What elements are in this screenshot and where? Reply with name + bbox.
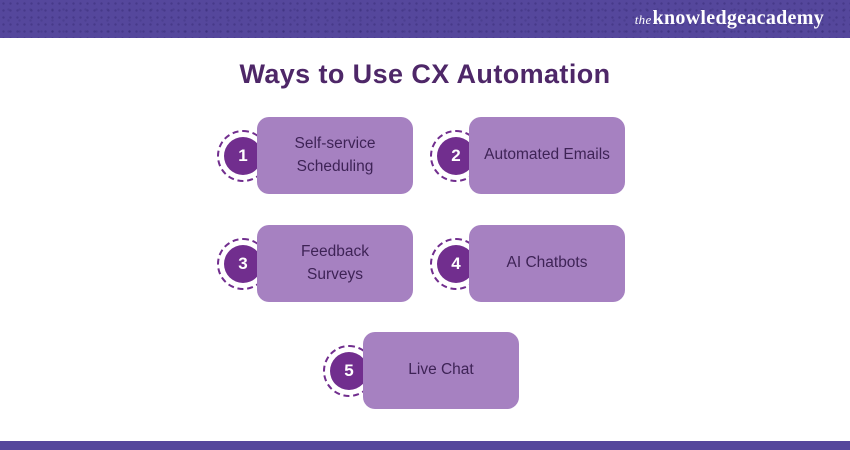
header-bar: theknowledgeacademy: [0, 0, 850, 38]
card-automated-emails: Automated Emails: [469, 117, 625, 194]
step-badge-1: 1: [217, 130, 269, 182]
card-self-service-scheduling: Self-service Scheduling: [257, 117, 413, 194]
card-label: Automated Emails: [484, 146, 610, 164]
card-label: AI Chatbots: [506, 254, 588, 272]
step-badge-5: 5: [323, 345, 375, 397]
step-number-4: 4: [437, 245, 475, 283]
brand-logo-academy: academy: [746, 7, 824, 30]
page-title: Ways to Use CX Automation: [239, 59, 611, 89]
brand-logo-knowledge: knowledge: [652, 7, 747, 30]
step-number-2: 2: [437, 137, 475, 175]
card-feedback-surveys: Feedback Surveys: [257, 225, 413, 302]
card-label: Self-service Scheduling: [294, 135, 376, 175]
card-live-chat: Live Chat: [363, 332, 519, 409]
brand-logo: theknowledgeacademy: [635, 7, 824, 30]
footer-bar: [0, 441, 850, 450]
card-ai-chatbots: AI Chatbots: [469, 225, 625, 302]
step-number-5: 5: [330, 352, 368, 390]
step-number-3: 3: [224, 245, 262, 283]
card-label: Feedback Surveys: [300, 243, 370, 283]
brand-logo-the: the: [634, 12, 652, 28]
step-number-1: 1: [224, 137, 262, 175]
card-label: Live Chat: [408, 361, 474, 379]
